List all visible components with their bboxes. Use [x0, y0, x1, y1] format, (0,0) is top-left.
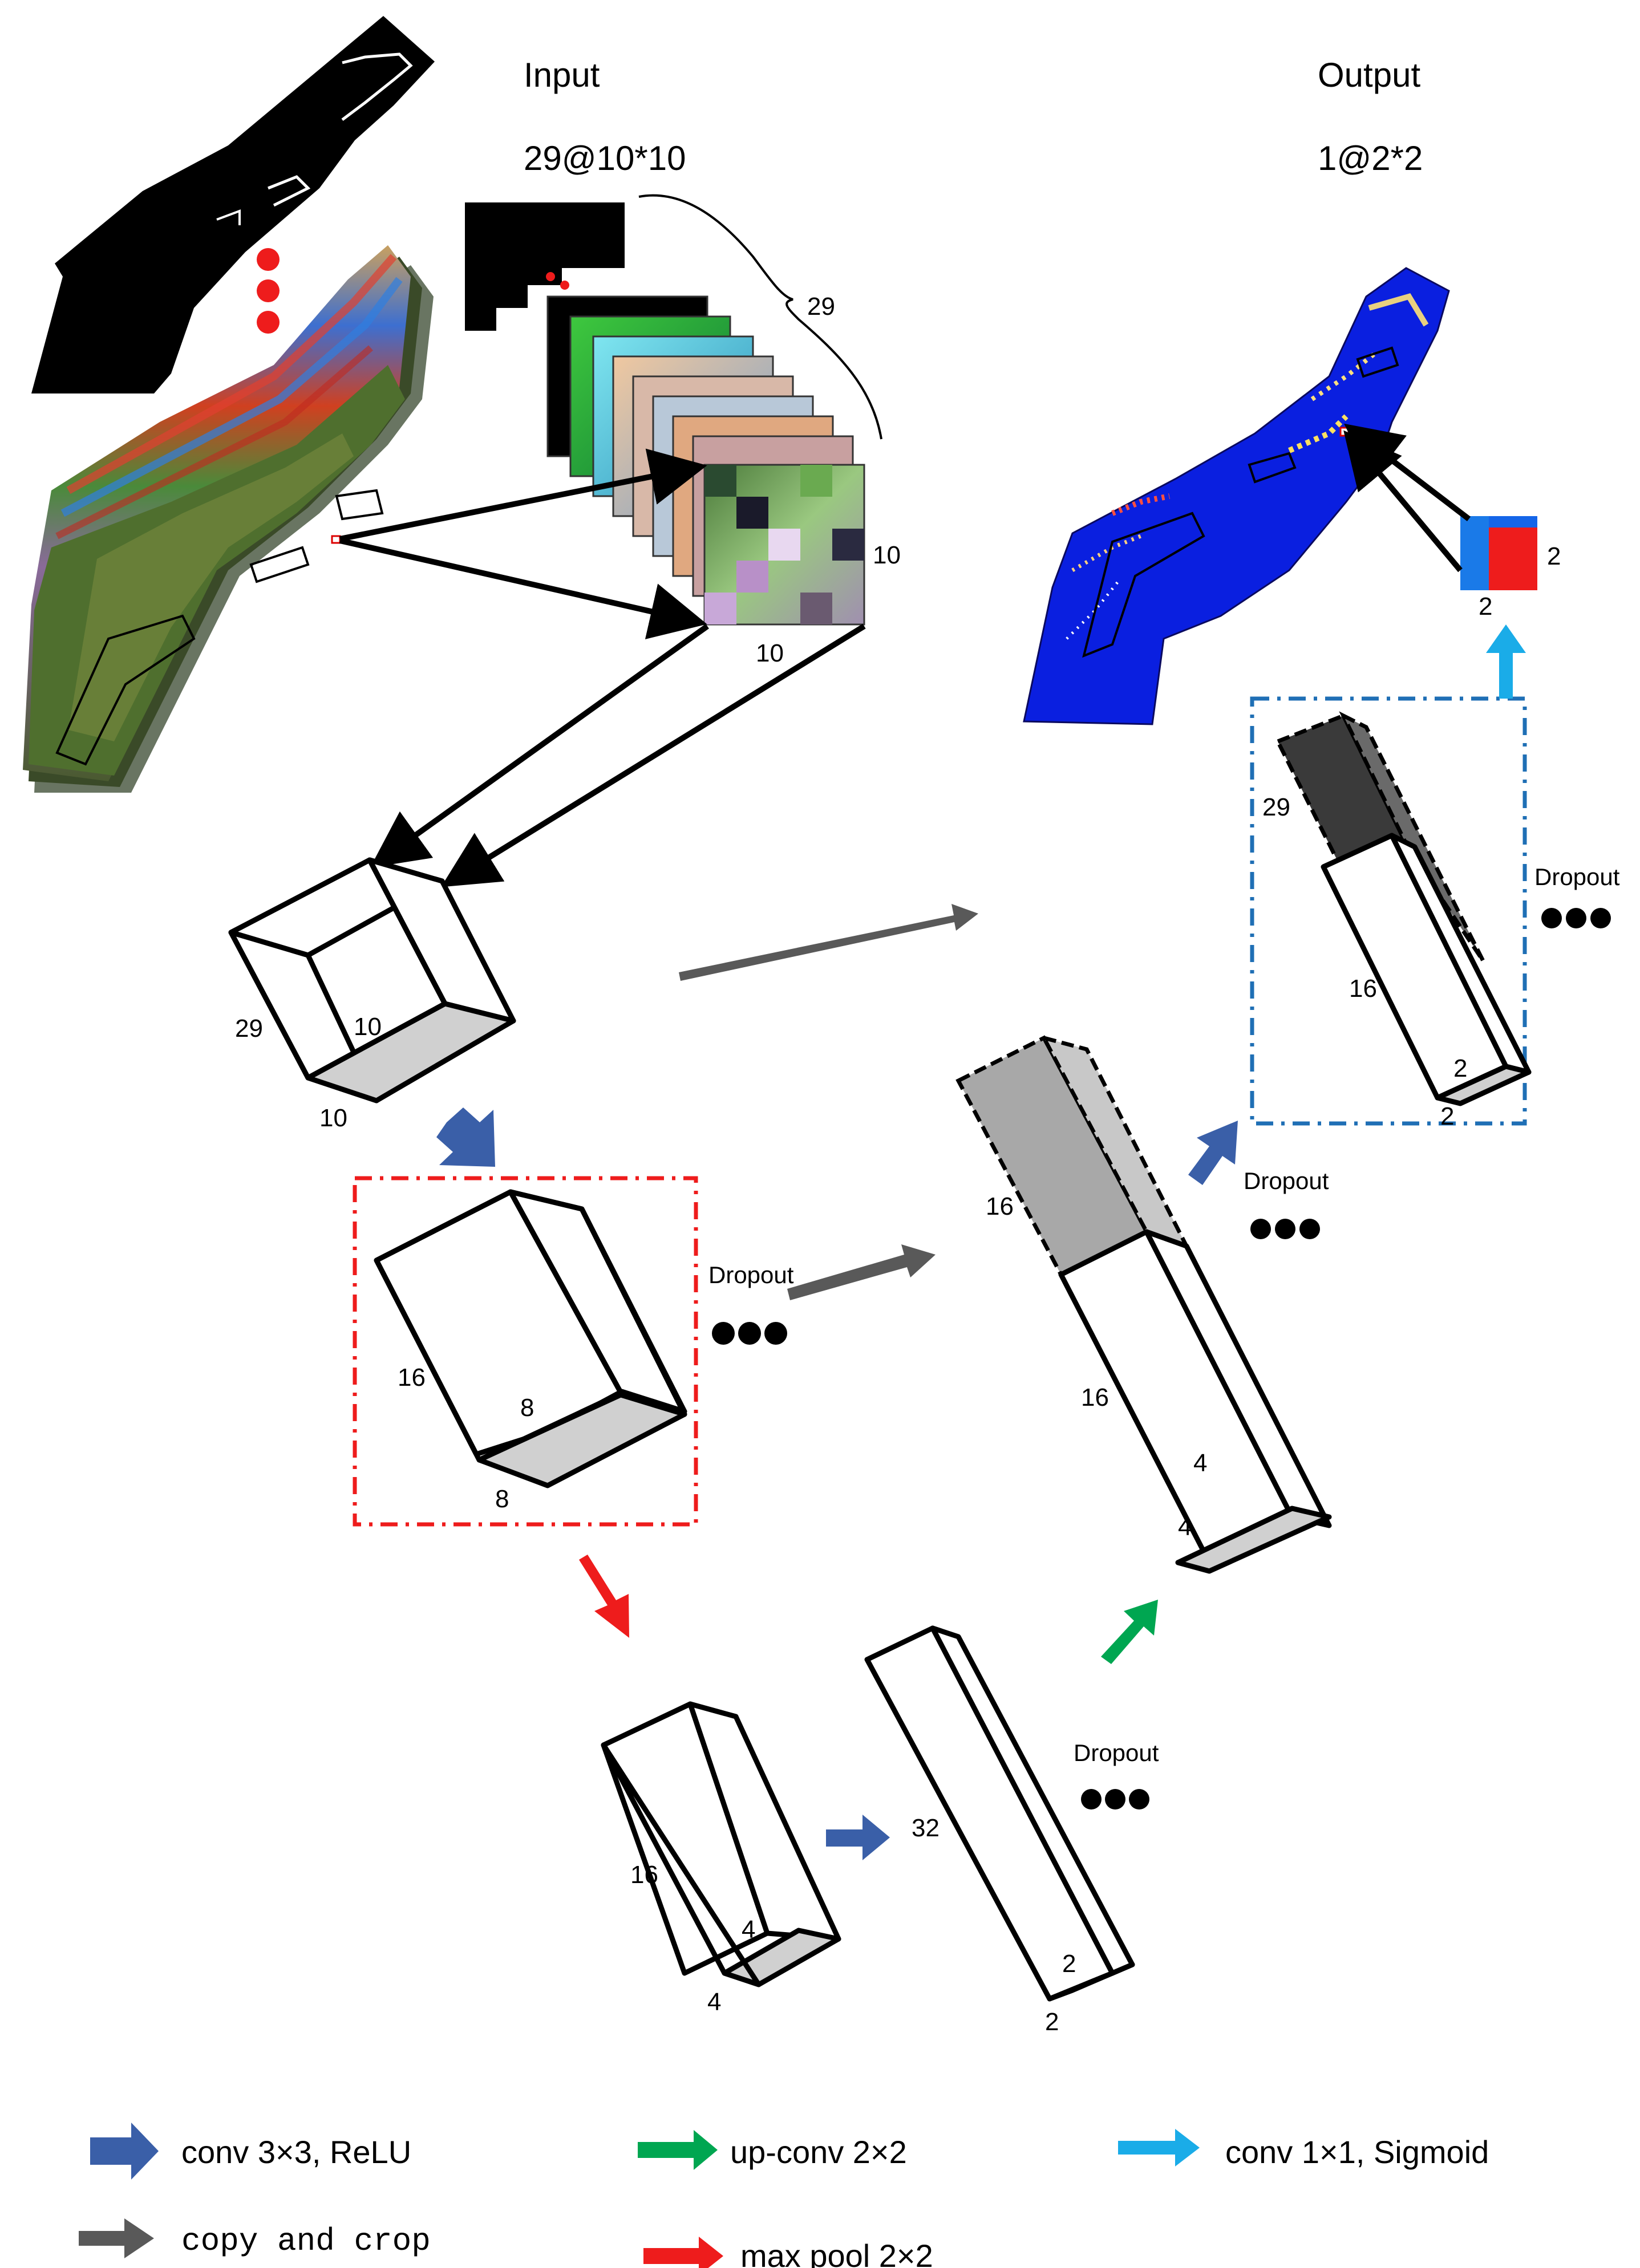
- output-title: Output: [1318, 56, 1420, 94]
- dropout-dots-bottleneck: [1081, 1789, 1149, 1809]
- dropout-label-enc1: Dropout: [708, 1261, 794, 1288]
- conv1x1-arrow: [1486, 624, 1526, 699]
- legend-conv: conv 3×3, ReLU: [90, 2123, 411, 2180]
- dropout-label-bottleneck: Dropout: [1074, 1739, 1159, 1766]
- bottleneck-base: 2: [1045, 2008, 1059, 2036]
- output-patch-width: 2: [1479, 593, 1492, 620]
- decoder2-depth: 16: [1349, 975, 1377, 1003]
- patch-width-label: 10: [756, 639, 784, 667]
- legend-upconv-arrow-icon: [638, 2130, 718, 2170]
- decoder2-inner: 2: [1453, 1054, 1467, 1082]
- bottleneck-inner: 2: [1062, 1950, 1076, 1978]
- input-mask-image: [31, 16, 435, 393]
- input-image-stack: [23, 245, 434, 793]
- copy-crop-arrow-1: [679, 904, 978, 981]
- copy-crop-arrow-2: [787, 1244, 936, 1300]
- bottleneck-block: [864, 1625, 1135, 2002]
- decoder1-base: 4: [1178, 1513, 1192, 1541]
- patch-to-cube-arrows: [370, 623, 866, 887]
- dropout-dots-dec1: [1250, 1219, 1320, 1239]
- dropout-box-blue: [1250, 696, 1527, 1126]
- pool1-depth: 16: [630, 1861, 658, 1889]
- input-cube-inner: 10: [354, 1013, 382, 1041]
- encoder1-inner: 8: [520, 1394, 534, 1422]
- output-patch-height: 2: [1547, 542, 1561, 570]
- input-sample-point: [331, 535, 341, 544]
- input-cube-block: [228, 857, 516, 1103]
- bands-count-label: 29: [807, 293, 835, 320]
- dropout-dots-enc1: [712, 1322, 787, 1345]
- pool1-base: 4: [707, 1988, 721, 2016]
- output-sample-point: [1339, 427, 1350, 437]
- conv-arrow-2: [826, 1815, 890, 1860]
- legend-maxpool-label: max pool 2×2: [740, 2238, 933, 2268]
- legend-maxpool: max pool 2×2: [643, 2237, 933, 2268]
- conv-arrow-3: [1188, 1121, 1238, 1185]
- pool1-inner: 4: [742, 1916, 755, 1944]
- legend-upconv: up-conv 2×2: [638, 2130, 907, 2170]
- legend-copy-arrow-icon: [79, 2218, 154, 2258]
- encoder1-block: [374, 1189, 687, 1488]
- output-to-map-arrows: [1343, 423, 1471, 573]
- dropout-dots-dec2: [1541, 908, 1611, 928]
- legend-conv1x1: conv 1×1, Sigmoid: [1118, 2129, 1489, 2170]
- conv-arrow-1: [436, 1107, 495, 1167]
- legend-upconv-label: up-conv 2×2: [730, 2134, 907, 2170]
- legend-conv-label: conv 3×3, ReLU: [181, 2134, 411, 2170]
- encoder1-depth: 16: [398, 1364, 426, 1391]
- output-prediction-map: [1023, 267, 1450, 725]
- decoder2-base: 2: [1440, 1102, 1454, 1130]
- legend: conv 3×3, ReLU copy and crop up-conv 2×2…: [79, 2123, 1489, 2268]
- bottleneck-depth: 32: [912, 1814, 940, 1842]
- stack-ellipsis-dots: [257, 248, 280, 334]
- input-cube-depth: 29: [235, 1015, 263, 1042]
- legend-conv1x1-label: conv 1×1, Sigmoid: [1225, 2134, 1489, 2170]
- decoder1-copy-depth: 16: [986, 1192, 1014, 1220]
- upconv-arrow: [1101, 1600, 1158, 1664]
- decoder2-copy-depth: 29: [1262, 793, 1290, 821]
- dropout-label-dec2: Dropout: [1534, 863, 1620, 890]
- legend-conv-arrow-icon: [90, 2123, 159, 2180]
- output-shape-label: 1@2*2: [1318, 139, 1423, 177]
- input-shape-label: 29@10*10: [524, 139, 686, 177]
- input-title: Input: [524, 56, 600, 94]
- legend-copy: copy and crop: [79, 2218, 431, 2259]
- dropout-label-dec1: Dropout: [1244, 1167, 1329, 1194]
- decoder1-depth: 16: [1081, 1383, 1109, 1411]
- bands-brace: 29: [638, 194, 882, 440]
- sample-to-patch-arrows: [339, 448, 707, 640]
- legend-maxpool-arrow-icon: [643, 2237, 723, 2268]
- pool1-block: [601, 1701, 841, 1987]
- patch-height-label: 10: [873, 541, 901, 569]
- dropout-box-red: [353, 1176, 698, 1527]
- maxpool-arrow: [579, 1555, 629, 1638]
- input-patch-front: [703, 464, 865, 626]
- output-patch: [1460, 516, 1537, 590]
- input-cube-base: 10: [319, 1104, 347, 1132]
- legend-copy-label: copy and crop: [181, 2223, 431, 2259]
- encoder1-base: 8: [495, 1485, 509, 1513]
- input-patch-stack: 10 10: [465, 202, 901, 667]
- decoder1-inner: 4: [1193, 1449, 1207, 1477]
- decoder2-block: [1321, 833, 1532, 1106]
- legend-conv1x1-arrow-icon: [1118, 2129, 1200, 2166]
- decoder1-block: [1058, 1229, 1332, 1574]
